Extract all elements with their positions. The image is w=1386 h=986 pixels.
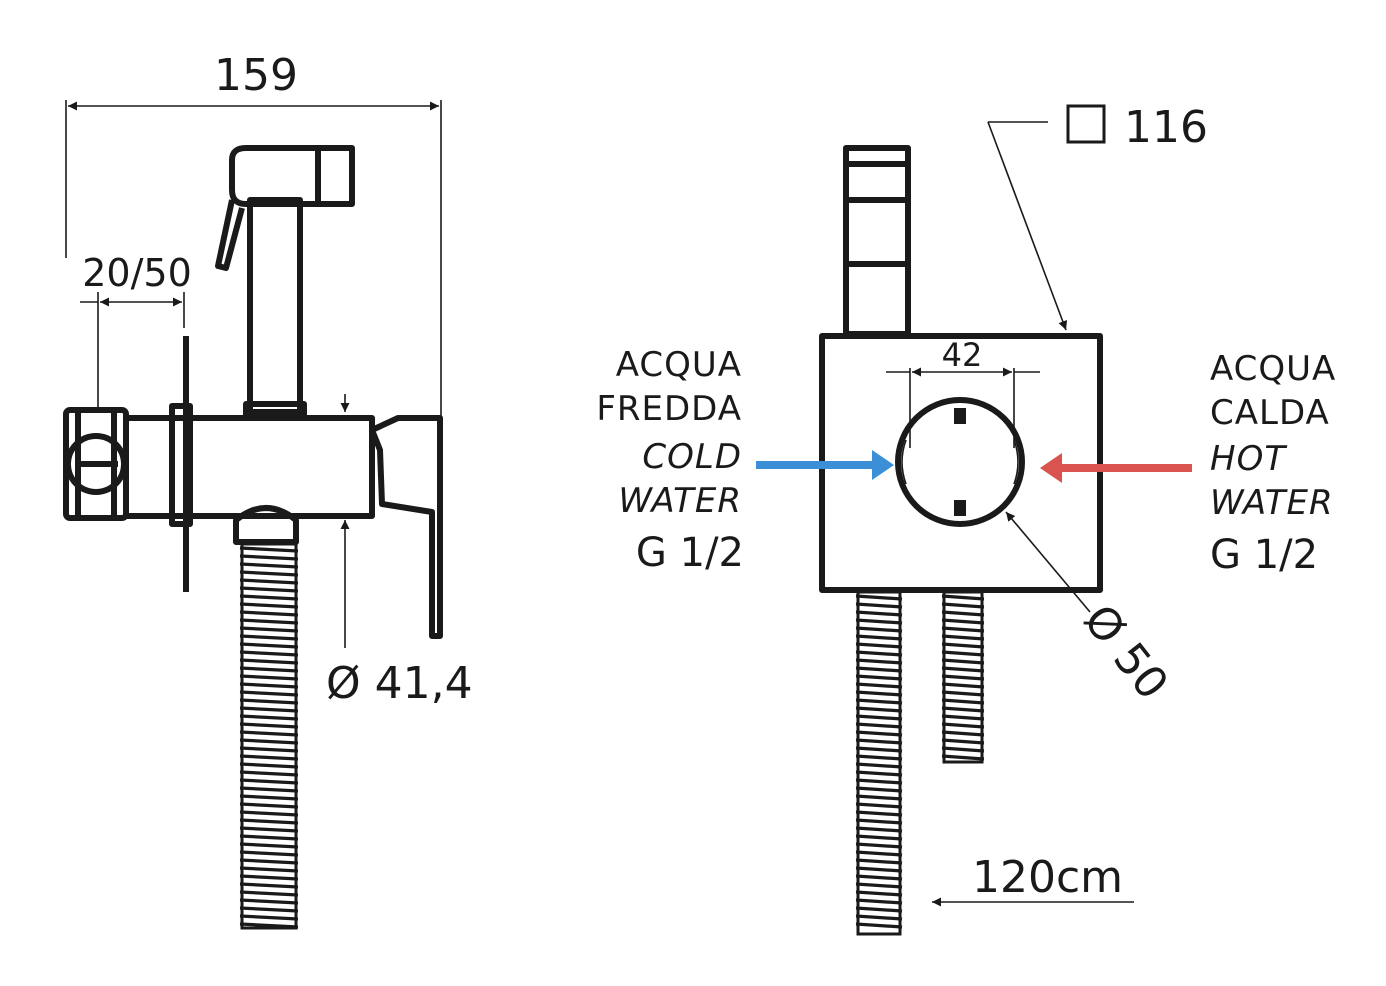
hot-label-line3: HOT bbox=[1210, 439, 1287, 479]
front-view: 116 42 Ø 50 ACQ bbox=[596, 102, 1336, 936]
dimension-50-label: Ø 50 bbox=[1073, 595, 1178, 709]
dimension-41-4-label: Ø 41,4 bbox=[326, 658, 473, 709]
cold-water-label: ACQUA FREDDA COLD WATER G 1/2 bbox=[596, 345, 744, 576]
hose-connector bbox=[233, 505, 299, 545]
dimension-20-50-label: 20/50 bbox=[82, 251, 192, 295]
hot-label-line2: CALDA bbox=[1210, 393, 1330, 433]
wall-flange bbox=[169, 403, 193, 527]
inlet-nut bbox=[63, 407, 129, 521]
dimension-42-label: 42 bbox=[942, 336, 983, 374]
round-plate bbox=[895, 397, 1025, 527]
dimension-hose-length: 120cm bbox=[932, 852, 1134, 907]
hand-spray bbox=[215, 145, 355, 419]
cold-water-arrow-head bbox=[872, 450, 894, 480]
dimension-hose-length-label: 120cm bbox=[972, 852, 1123, 903]
shower-hose-front bbox=[855, 590, 903, 936]
cold-label-line2: FREDDA bbox=[596, 389, 742, 429]
dimension-41-4: Ø 41,4 bbox=[326, 394, 473, 709]
hot-label-line4: WATER bbox=[1210, 483, 1334, 523]
side-view: 159 20/50 bbox=[63, 50, 473, 930]
square-symbol-icon bbox=[1066, 104, 1106, 144]
cold-thread-label: G 1/2 bbox=[636, 530, 744, 576]
hot-water-arrow-head bbox=[1040, 453, 1062, 483]
dimension-20-50: 20/50 bbox=[80, 251, 192, 412]
hot-water-label: ACQUA CALDA HOT WATER G 1/2 bbox=[1210, 349, 1336, 578]
dimension-box-116: 116 bbox=[987, 102, 1208, 331]
supply-pipe-front bbox=[941, 590, 985, 764]
shower-hose-side bbox=[239, 542, 299, 930]
hot-thread-label: G 1/2 bbox=[1210, 532, 1318, 578]
dimension-159: 159 bbox=[65, 50, 442, 420]
dimension-42: 42 bbox=[886, 336, 1040, 448]
dimension-box-116-label: 116 bbox=[1124, 102, 1208, 153]
cold-label-line3: COLD bbox=[642, 437, 742, 477]
valve-body bbox=[123, 415, 375, 519]
spray-holder-front bbox=[843, 145, 911, 337]
cold-label-line4: WATER bbox=[618, 481, 742, 521]
hot-label-line1: ACQUA bbox=[1210, 349, 1336, 389]
dimension-159-label: 159 bbox=[214, 50, 298, 101]
lever-handle bbox=[369, 415, 443, 639]
cold-label-line1: ACQUA bbox=[616, 345, 742, 385]
dimension-50: Ø 50 bbox=[1005, 511, 1178, 709]
